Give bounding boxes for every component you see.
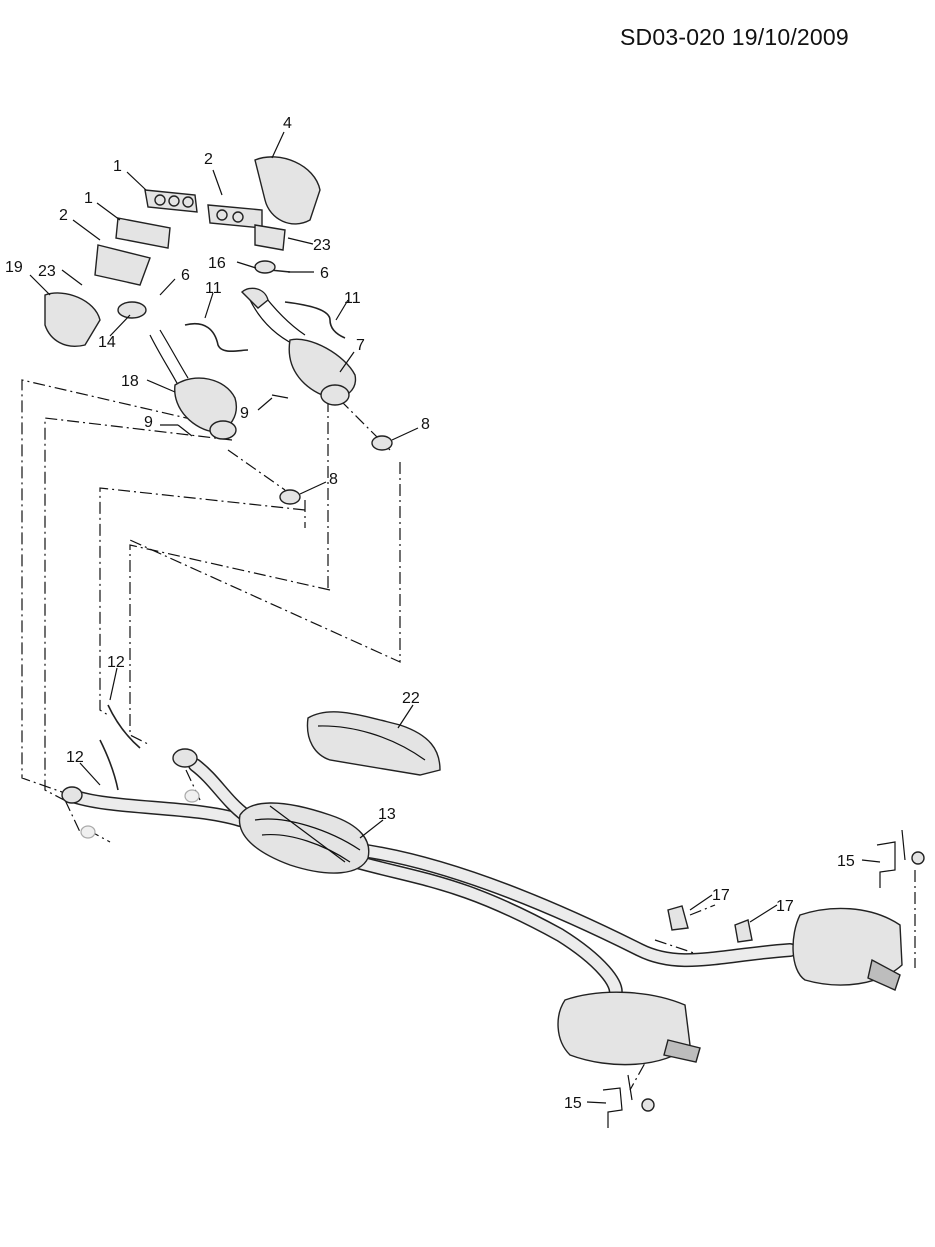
exhaust-manifolds [44, 156, 321, 347]
heat-shield [306, 711, 441, 776]
callout-22: 22 [402, 690, 420, 707]
callout-17b: 17 [776, 898, 794, 915]
right-bank-converter [240, 287, 357, 406]
callout-15a: 15 [837, 853, 855, 870]
callout-23b: 23 [38, 263, 56, 280]
callout-9a: 9 [144, 414, 153, 431]
routing-lines [21, 379, 916, 1091]
callout-16: 16 [208, 255, 226, 272]
callout-2a: 2 [204, 151, 213, 168]
callout-11b: 11 [344, 290, 361, 307]
callout-8a: 8 [421, 416, 430, 433]
callout-1b: 1 [84, 190, 93, 207]
callout-18: 18 [121, 373, 139, 390]
callout-12b: 12 [66, 749, 84, 766]
front-catalytic-converter [238, 802, 370, 874]
callout-15b: 15 [564, 1095, 582, 1112]
callout-leaders [29, 131, 881, 1104]
callout-6a: 6 [181, 267, 190, 284]
callout-23a: 23 [313, 237, 331, 254]
exhaust-pipes [63, 758, 797, 1002]
callout-12a: 12 [107, 654, 125, 671]
callout-labels: 1 1 2 2 4 6 6 7 8 8 9 9 11 11 12 12 13 1… [5, 115, 855, 1112]
callout-17a: 17 [712, 887, 730, 904]
callout-4: 4 [283, 115, 292, 132]
callout-1a: 1 [113, 158, 122, 175]
hangers-and-brackets [602, 829, 925, 1128]
oxygen-sensors [99, 269, 346, 791]
callout-2b: 2 [59, 207, 68, 224]
callout-13: 13 [378, 806, 396, 823]
callout-8b: 8 [329, 471, 338, 488]
diagram-reference-code: SD03-020 19/10/2009 [620, 24, 849, 50]
callout-14: 14 [98, 334, 116, 351]
gaskets-and-fasteners [61, 260, 393, 839]
callout-19: 19 [5, 259, 23, 276]
callout-9b: 9 [240, 405, 249, 422]
left-rear-muffler [557, 991, 701, 1066]
callout-11a: 11 [205, 280, 222, 297]
callout-7: 7 [356, 337, 365, 354]
callout-6b: 6 [320, 265, 329, 282]
left-bank-converter [149, 329, 237, 440]
right-rear-muffler [792, 907, 903, 991]
